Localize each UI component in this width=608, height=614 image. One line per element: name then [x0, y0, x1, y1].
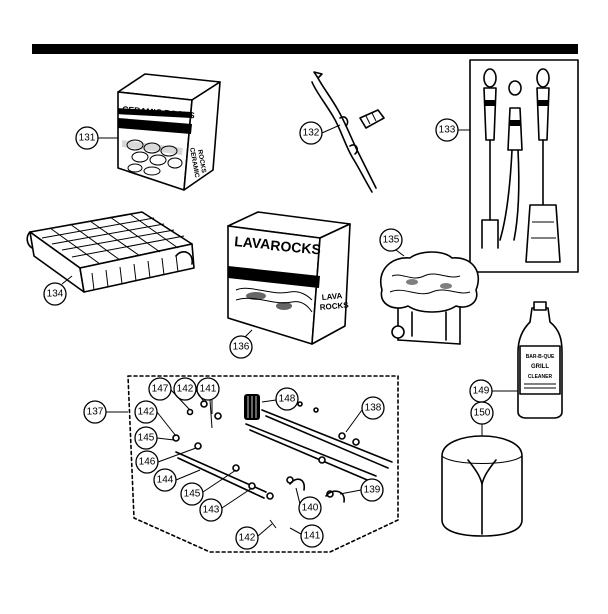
callout-140: 140: [298, 496, 322, 520]
callout-145-left: 145: [134, 426, 158, 450]
callout-141-bottom: 141: [300, 524, 324, 548]
callout-134: 134: [43, 282, 67, 306]
callout-148: 148: [275, 387, 299, 411]
svg-text:146: 146: [139, 457, 156, 468]
svg-text:133: 133: [439, 125, 456, 136]
lava-rocks-side-label-2: ROCKS: [319, 300, 349, 312]
svg-text:145: 145: [184, 489, 201, 500]
svg-text:140: 140: [302, 503, 319, 514]
burner-assembly-parts: [172, 399, 393, 529]
callout-147: 147: [148, 377, 172, 401]
svg-text:148: 148: [279, 394, 296, 405]
spatula-tool: [525, 68, 561, 263]
svg-text:141: 141: [304, 531, 321, 542]
ceramic-rocks-box: CERAMIC ROCKS CERAMIC ROCKS: [117, 73, 221, 191]
svg-text:134: 134: [47, 289, 64, 300]
callout-137: 137: [83, 400, 107, 424]
svg-text:147: 147: [152, 384, 169, 395]
svg-text:145: 145: [138, 433, 155, 444]
svg-text:143: 143: [203, 505, 220, 516]
callout-132: 132: [299, 121, 323, 145]
tongs-tool: [499, 80, 523, 241]
bottle-label-2: GRILL: [531, 364, 549, 370]
grill-cover: [441, 435, 523, 537]
svg-text:150: 150: [474, 408, 491, 419]
svg-text:135: 135: [383, 235, 400, 246]
svg-text:142: 142: [138, 407, 155, 418]
svg-text:142: 142: [177, 384, 194, 395]
callout-131: 131: [75, 126, 99, 150]
ceramic-rocks-side-label-2: ROCKS: [196, 149, 207, 174]
callout-135: 135: [379, 228, 403, 252]
grate-lifter-tool: [311, 71, 385, 193]
grill-cover-cart: [379, 251, 479, 345]
svg-text:142: 142: [239, 533, 256, 544]
svg-text:139: 139: [364, 485, 381, 496]
bbq-tool-set: [469, 59, 579, 273]
callout-136: 136: [229, 335, 253, 359]
callout-142-bottom: 142: [235, 526, 259, 550]
header-rule: [32, 44, 578, 54]
svg-text:137: 137: [87, 407, 104, 418]
svg-text:144: 144: [157, 475, 174, 486]
svg-text:132: 132: [303, 128, 320, 139]
burner-assembly-outline: [127, 375, 399, 553]
svg-text:136: 136: [233, 342, 250, 353]
lava-rocks-box: LAVA ROCKS LAVA ROCKS: [227, 211, 351, 345]
fork-tool: [481, 68, 499, 249]
bottle-label-1: BAR-B-QUE: [526, 354, 555, 360]
svg-text:141: 141: [200, 384, 217, 395]
lava-rocks-pattern: [235, 287, 313, 313]
callout-146: 146: [135, 450, 159, 474]
callout-145-bottom: 145: [180, 482, 204, 506]
svg-text:131: 131: [79, 133, 96, 144]
svg-text:149: 149: [473, 386, 490, 397]
grill-cleaner-bottle: BAR-B-QUE GRILL CLEANER: [517, 301, 563, 419]
igniter-brush: [244, 394, 260, 420]
ceramic-rocks-pattern: [122, 139, 183, 176]
lava-rocks-front-label-2: ROCKS: [270, 237, 322, 257]
bottle-label-3: CLEANER: [528, 374, 553, 380]
svg-text:138: 138: [365, 403, 382, 414]
callout-142-left: 142: [134, 400, 158, 424]
callout-138: 138: [361, 396, 385, 420]
lava-rocks-front-label-1: LAVA: [234, 233, 271, 252]
callout-143: 143: [199, 498, 223, 522]
callout-142-top: 142: [173, 377, 197, 401]
lava-rocks-side-label-1: LAVA: [321, 291, 343, 302]
callout-133: 133: [435, 118, 459, 142]
wire-warming-rack: [26, 211, 195, 293]
callout-144: 144: [153, 468, 177, 492]
callout-150: 150: [470, 401, 494, 425]
callout-139: 139: [360, 478, 384, 502]
callout-141-top: 141: [196, 377, 220, 401]
callout-149: 149: [469, 379, 493, 403]
